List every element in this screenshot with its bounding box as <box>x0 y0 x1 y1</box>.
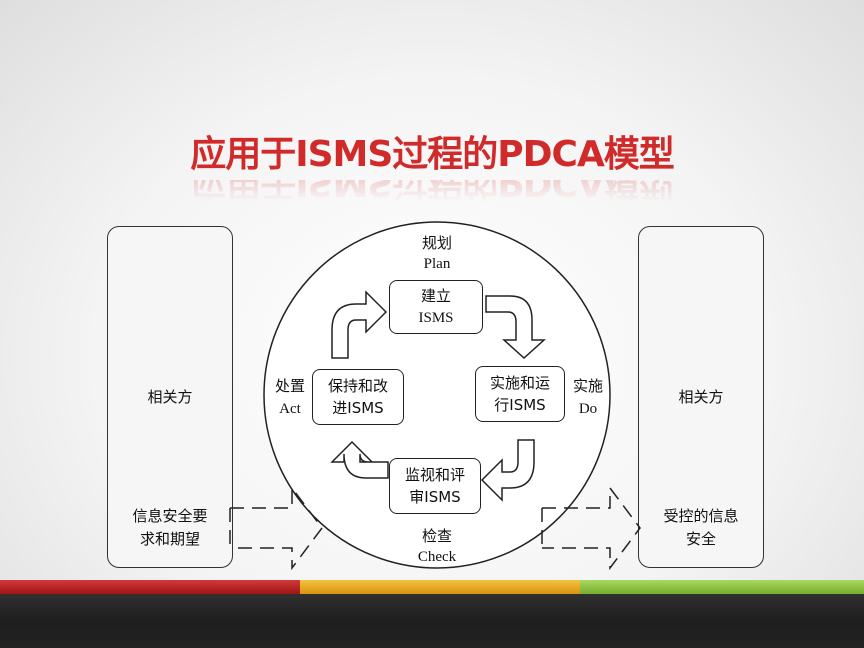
arrow-act-to-plan <box>331 290 388 359</box>
arrow-do-to-check <box>480 439 535 502</box>
plan-label-en: Plan <box>423 256 451 272</box>
plan-label-cn: 规划 <box>421 234 452 252</box>
plan-box-line2: ISMS <box>418 310 454 326</box>
page-title: 应用于ISMS过程的PDCA模型 <box>190 134 675 175</box>
check-label-cn: 检查 <box>421 527 452 545</box>
act-label-en: Act <box>279 401 301 417</box>
do-box-line2: 行ISMS <box>494 396 546 414</box>
title-area: 应用于ISMS过程的PDCA模型 应用于ISMS过程的PDCA模型 <box>0 130 864 210</box>
check-box-line2: 审ISMS <box>409 488 461 506</box>
act-box-line1: 保持和改 <box>327 377 388 395</box>
footer-stripe-red <box>0 580 300 594</box>
do-box-line1: 实施和运 <box>489 374 550 392</box>
left-requirement-line1: 信息安全要 <box>132 507 208 525</box>
right-stakeholder-panel <box>638 226 764 568</box>
left-stakeholder-panel <box>107 226 233 568</box>
do-label-en: Do <box>578 401 598 417</box>
check-label-en: Check <box>417 549 457 565</box>
act-box: 保持和改 进ISMS <box>312 369 404 425</box>
act-box-line2: 进ISMS <box>332 399 384 417</box>
footer-stripe-orange <box>300 580 580 594</box>
left-party-label: 相关方 <box>147 388 193 406</box>
right-outcome-line2: 安全 <box>685 530 716 548</box>
arrow-check-to-act <box>330 440 389 479</box>
plan-box-line1: 建立 <box>420 287 451 305</box>
arrow-plan-to-do <box>485 295 546 360</box>
act-label-cn: 处置 <box>274 377 305 395</box>
dashed-output-arrow <box>541 485 641 571</box>
right-party-label: 相关方 <box>678 388 724 406</box>
left-requirement-line2: 求和期望 <box>139 530 200 548</box>
dashed-input-arrow <box>229 485 323 571</box>
plan-box: 建立 ISMS <box>389 280 483 334</box>
check-box-line1: 监视和评 <box>404 466 465 484</box>
check-box: 监视和评 审ISMS <box>389 458 481 514</box>
do-label-cn: 实施 <box>572 377 603 395</box>
footer-stripe-green <box>580 580 864 594</box>
do-box: 实施和运 行ISMS <box>475 366 565 422</box>
right-outcome-line1: 受控的信息 <box>663 507 739 525</box>
